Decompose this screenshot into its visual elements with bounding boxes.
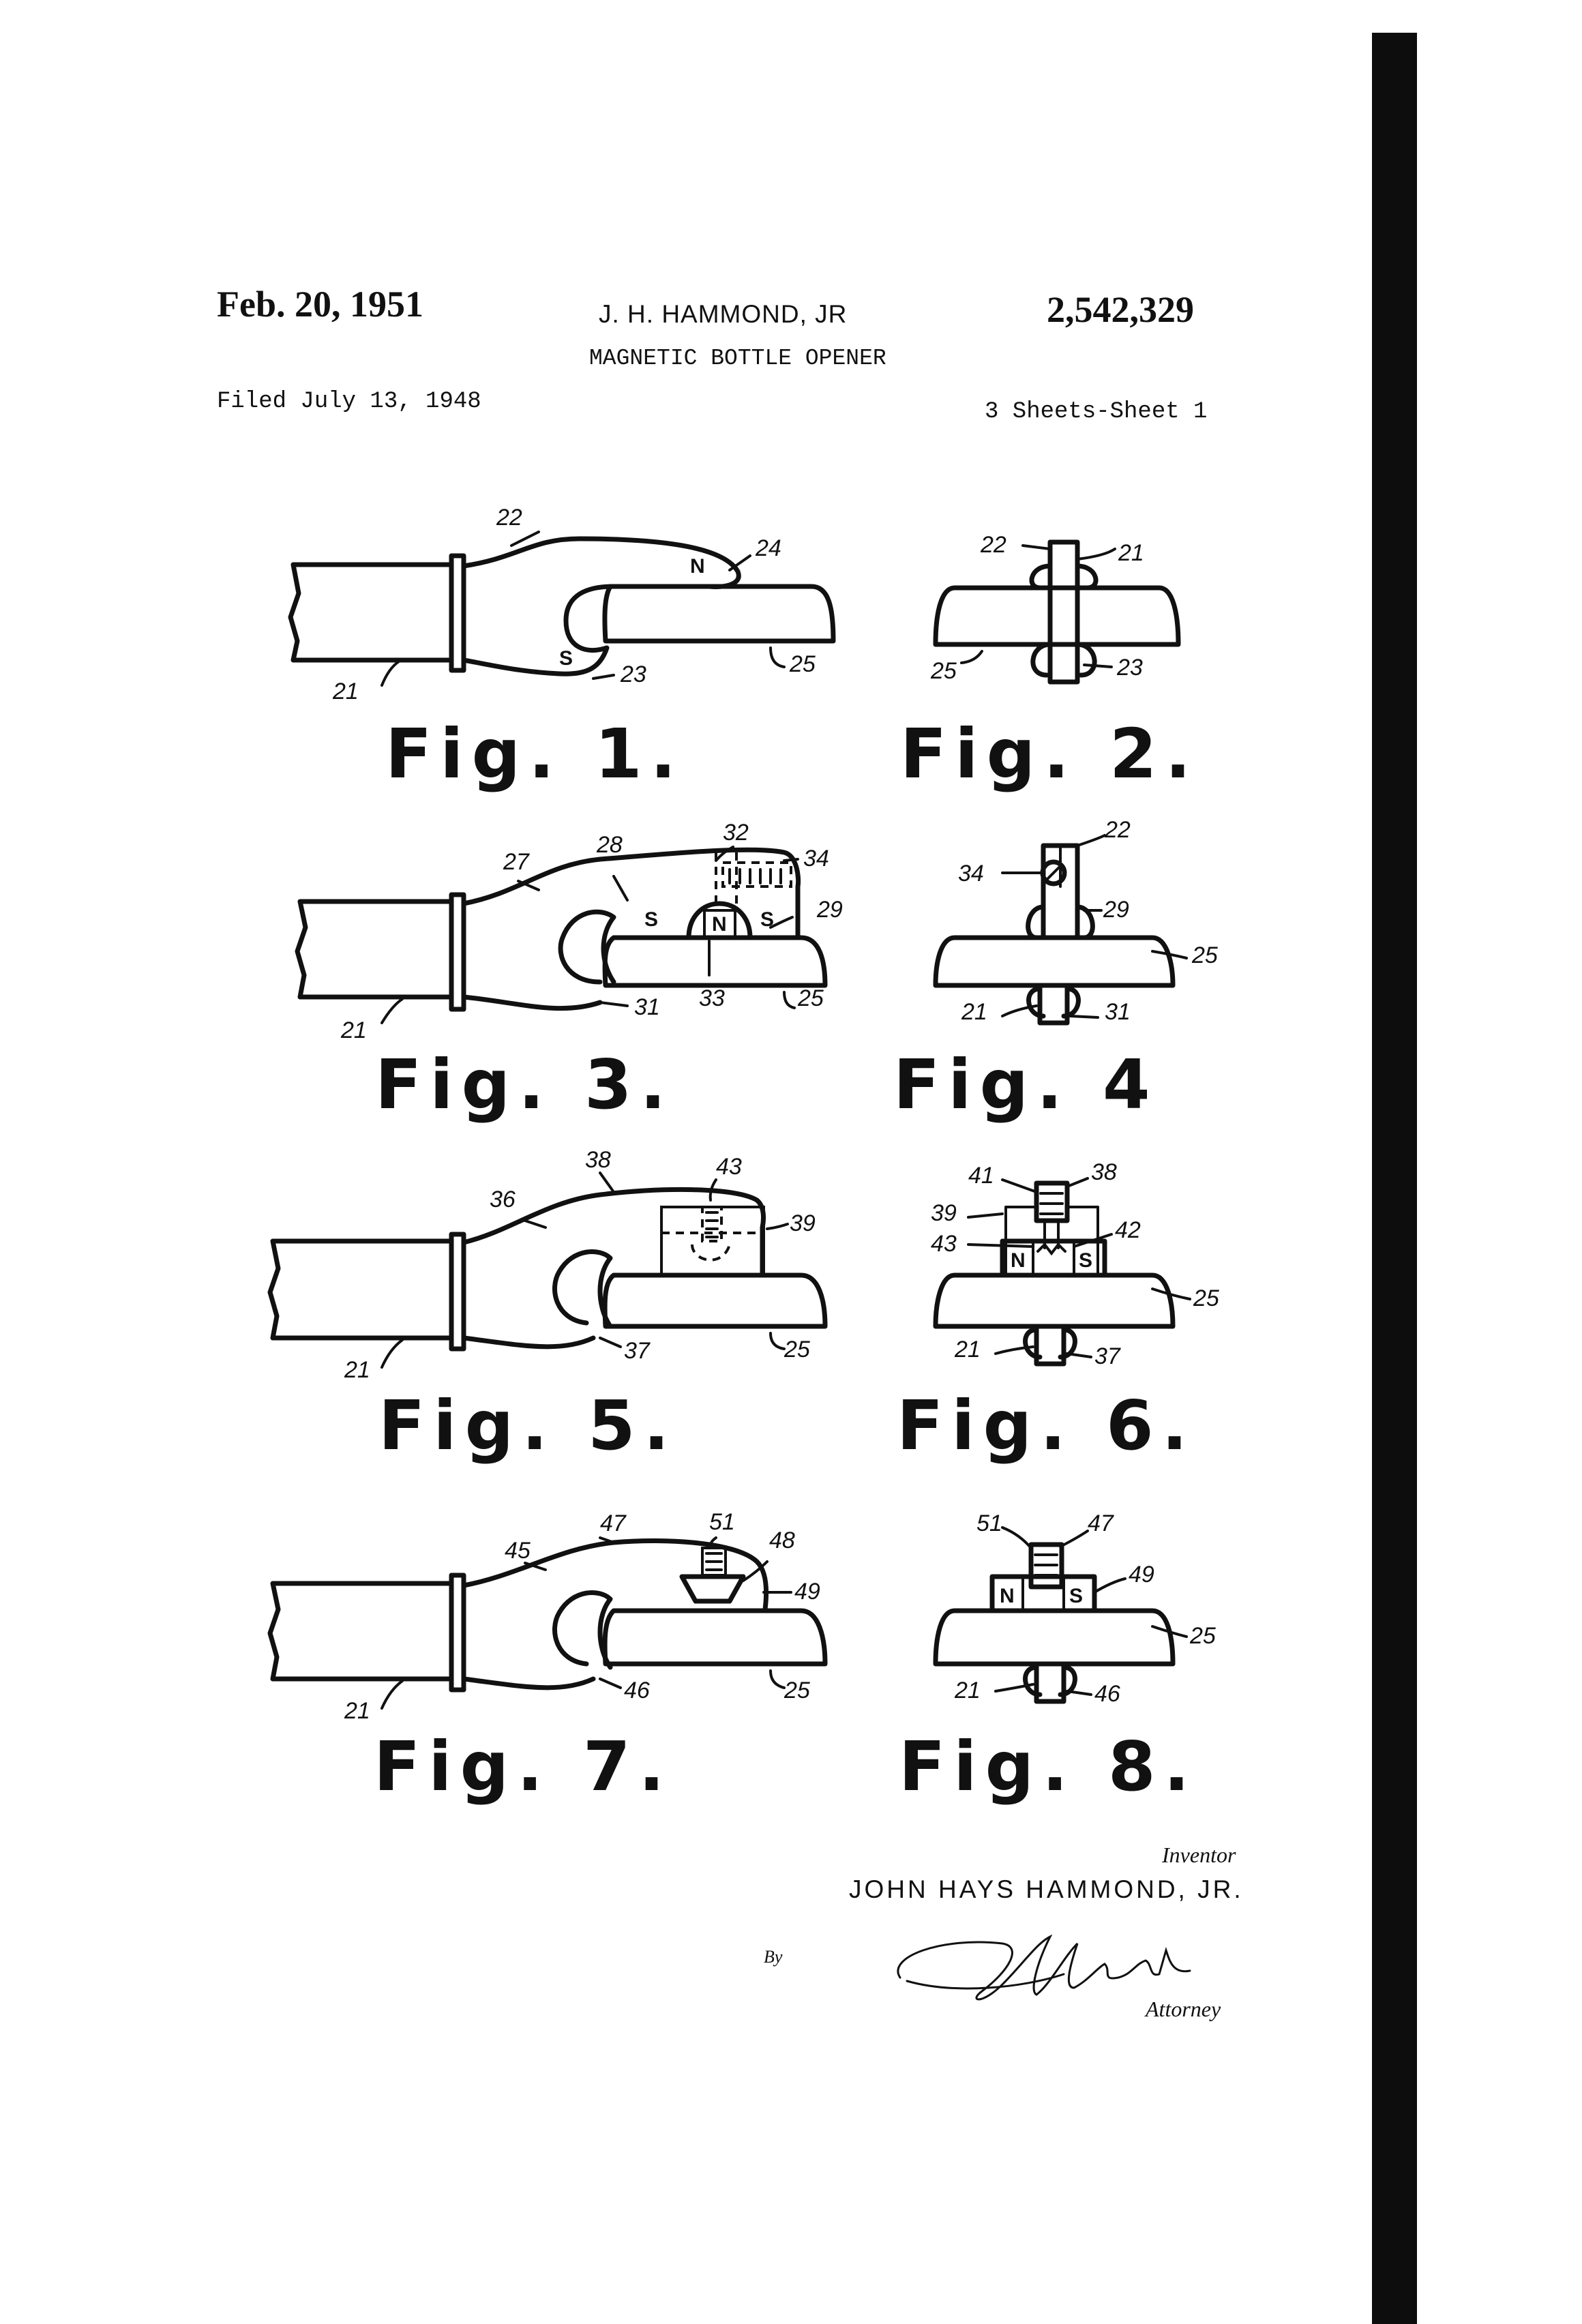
fig3-label: Fig. 3. (375, 1045, 674, 1124)
fig5-ref-36: 36 (490, 1187, 516, 1212)
fig7-ref-49: 49 (794, 1579, 820, 1605)
fig6-magnet-south: S (1079, 1249, 1092, 1272)
fig3-ref-34: 34 (803, 846, 829, 872)
fig3-ref-33: 33 (699, 985, 725, 1011)
fig4-ref-34: 34 (958, 861, 984, 887)
figure-2: 22 21 25 23 Fig. 2. (900, 532, 1199, 794)
fig1-label: Fig. 1. (385, 714, 685, 794)
fig8-magnet-north: N (1000, 1585, 1015, 1607)
fig1-ref-25: 25 (789, 651, 816, 677)
fig2-label: Fig. 2. (900, 714, 1199, 794)
fig7-ref-47: 47 (600, 1510, 627, 1536)
fig7-label: Fig. 7. (374, 1727, 673, 1806)
fig4-label: Fig. 4 (893, 1045, 1159, 1124)
fig4-ref-21: 21 (961, 999, 987, 1025)
fig8-magnet-south: S (1069, 1585, 1083, 1607)
fig7-ref-21: 21 (344, 1698, 370, 1724)
fig7-ref-51: 51 (709, 1509, 735, 1535)
figure-6: 41 38 39 43 42 21 37 25 N S Fig. 6. (897, 1159, 1219, 1465)
fig5-ref-37: 37 (624, 1338, 651, 1364)
fig1-magnet-north: N (690, 555, 705, 578)
fig3-magnet-north: N (712, 913, 727, 936)
fig7-ref-46: 46 (624, 1678, 650, 1703)
fig1-magnet-south: S (559, 647, 573, 670)
fig3-ref-28: 28 (596, 832, 623, 858)
fig8-ref-46: 46 (1094, 1681, 1120, 1707)
fig8-ref-49: 49 (1129, 1562, 1154, 1588)
fig3-ref-32: 32 (723, 820, 749, 846)
fig4-ref-25: 25 (1191, 942, 1218, 968)
figure-7: 47 51 48 45 49 21 46 25 Fig. 7. (270, 1509, 825, 1806)
figure-1: 22 24 21 23 25 N S Fig. 1. (290, 505, 833, 794)
figure-5: 38 43 36 39 21 37 25 Fig. 5. (270, 1147, 825, 1465)
fig5-ref-39: 39 (790, 1210, 816, 1236)
fig3-ref-27: 27 (503, 849, 530, 875)
fig2-ref-23: 23 (1116, 655, 1143, 681)
fig5-ref-25: 25 (783, 1337, 810, 1362)
fig5-ref-21: 21 (344, 1357, 370, 1383)
fig7-ref-25: 25 (783, 1678, 810, 1703)
fig3-ref-21: 21 (340, 1017, 367, 1043)
fig2-ref-21: 21 (1118, 540, 1144, 566)
fig3-ref-31: 31 (634, 994, 660, 1020)
fig5-ref-43: 43 (716, 1154, 742, 1180)
fig6-ref-37: 37 (1094, 1343, 1121, 1369)
fig3-ref-25: 25 (797, 985, 824, 1011)
fig6-ref-21: 21 (954, 1337, 981, 1362)
fig8-ref-51: 51 (976, 1510, 1002, 1536)
fig6-ref-41: 41 (968, 1163, 994, 1189)
fig1-ref-22: 22 (496, 505, 522, 531)
fig8-label: Fig. 8. (899, 1727, 1198, 1806)
fig8-ref-47: 47 (1088, 1510, 1114, 1536)
fig6-label: Fig. 6. (897, 1386, 1196, 1465)
inventor-full-name: JOHN HAYS HAMMOND, JR. (849, 1875, 1244, 1904)
fig5-label: Fig. 5. (378, 1386, 678, 1465)
fig6-magnet-north: N (1011, 1249, 1026, 1272)
fig4-ref-22: 22 (1104, 817, 1131, 843)
fig1-ref-23: 23 (620, 661, 646, 687)
figure-3: 27 28 32 34 29 21 31 33 25 S N S Fig. 3. (297, 820, 843, 1124)
fig1-ref-24: 24 (755, 535, 781, 561)
fig6-ref-38: 38 (1091, 1159, 1117, 1185)
attorney-label: Attorney (1146, 1997, 1221, 2022)
fig2-ref-25: 25 (930, 658, 957, 684)
fig5-ref-38: 38 (585, 1147, 611, 1173)
fig6-ref-43: 43 (931, 1231, 957, 1257)
fig8-ref-21: 21 (954, 1678, 981, 1703)
fig6-ref-25: 25 (1193, 1285, 1219, 1311)
fig3-magnet-south-right: S (760, 908, 774, 931)
fig2-ref-22: 22 (980, 532, 1006, 558)
fig8-ref-25: 25 (1189, 1623, 1216, 1649)
fig6-ref-39: 39 (931, 1200, 957, 1226)
fig4-ref-31: 31 (1105, 999, 1131, 1025)
fig6-ref-42: 42 (1115, 1217, 1141, 1243)
by-label: By (764, 1947, 782, 1967)
fig7-ref-48: 48 (769, 1528, 795, 1553)
fig3-ref-29: 29 (816, 897, 843, 923)
attorney-signature (898, 1937, 1190, 1999)
fig4-ref-29: 29 (1103, 897, 1129, 923)
fig3-magnet-south-left: S (644, 908, 658, 931)
fig1-ref-21: 21 (332, 679, 359, 704)
figure-8: 51 47 49 25 21 46 N S Fig. 8. (899, 1510, 1216, 1806)
figure-4: 22 34 29 25 21 31 Fig. 4 (893, 817, 1218, 1124)
fig7-ref-45: 45 (505, 1538, 531, 1564)
inventor-label: Inventor (1162, 1843, 1236, 1868)
